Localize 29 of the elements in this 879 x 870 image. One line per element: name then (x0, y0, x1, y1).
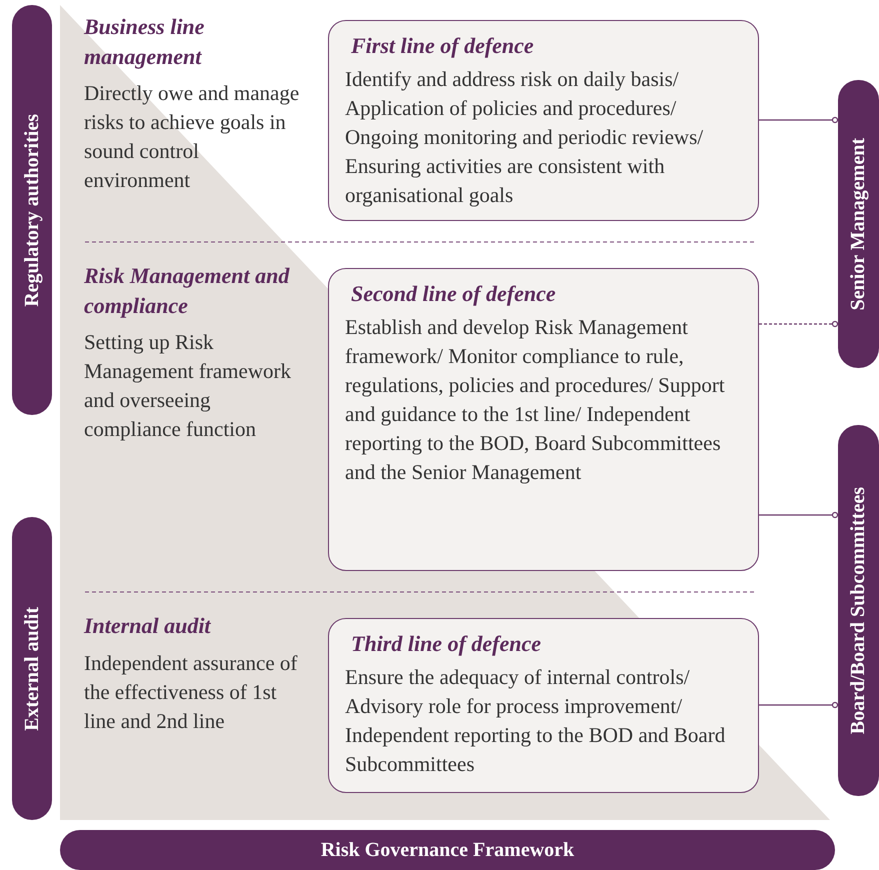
section-heading: Business line management (84, 13, 206, 71)
connector-line (759, 702, 838, 708)
card-heading: Third line of defence (351, 631, 542, 657)
section-description: Directly owe and manage risks to achieve goals in sound control environment (84, 80, 300, 194)
side-label-bar (838, 425, 879, 796)
bar-label: External audit (20, 606, 44, 730)
card-heading: Second line of defence (351, 281, 557, 307)
section-description: Independent assurance of the effectiveness of 1st line and 2nd line (84, 650, 298, 735)
bar-label: Risk Governance Framework (320, 838, 574, 862)
side-label-bar (838, 80, 879, 368)
bar-label: Regulatory authorities (20, 114, 44, 306)
bar-label: Senior Management (847, 138, 870, 310)
card-description: Establish and develop Risk Management framework/ Monitor compliance to rule, regulations, policies and procedures/ Support and guidance to the 1st line/ Independent reporting to the BOD, Board Subcommittees and the Senior Management (345, 314, 726, 486)
card-description: Ensure the adequacy of internal controls/ Advisory role for process improvement/ Independent reporting to the BOD and Board Subcommittees (345, 664, 726, 778)
card-description: Identify and address risk on daily basis/ Application of policies and procedures/ Ongoing monitoring and periodic reviews/ Ensuring activities are consistent with organisational goals (345, 66, 704, 209)
defence-card (328, 268, 759, 571)
side-label-bar (12, 5, 52, 415)
footer-bar (60, 830, 835, 870)
connector-line (759, 320, 838, 328)
section-heading: Internal audit (84, 612, 212, 640)
defence-card (328, 618, 759, 793)
connector-line (759, 512, 838, 518)
connector-line (759, 116, 838, 124)
side-label-bar (12, 517, 52, 820)
section-heading: Risk Management and compliance (84, 262, 290, 320)
defence-card (328, 20, 759, 221)
card-heading: First line of defence (351, 33, 535, 59)
bar-label: Board/Board Subcommittees (847, 486, 870, 734)
section-description: Setting up Risk Management framework and overseeing compliance function (84, 329, 292, 443)
